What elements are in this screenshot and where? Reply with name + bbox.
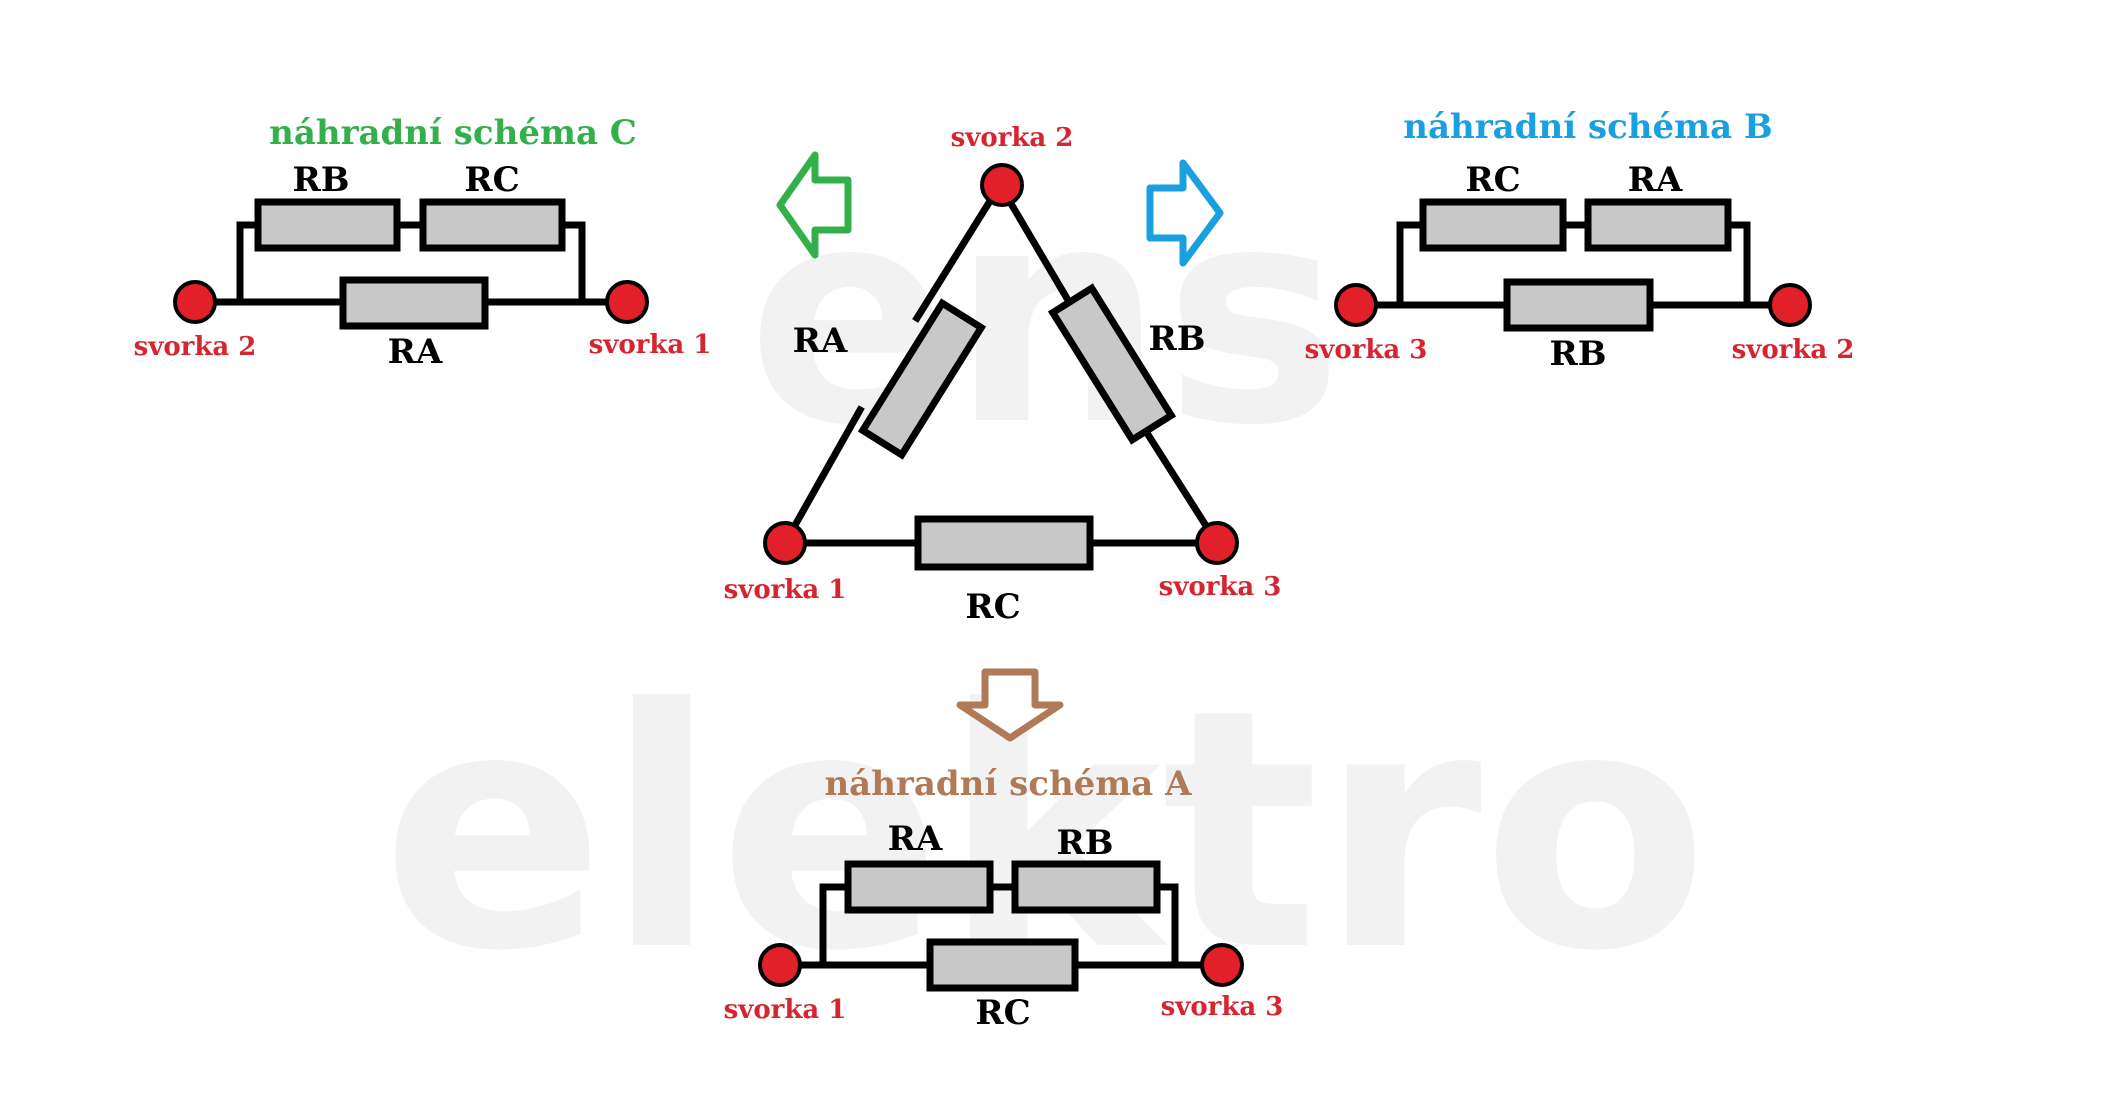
scheme-c-terminal-left	[173, 280, 217, 324]
triangle-wire	[1135, 417, 1222, 548]
scheme-a-terminal-label-right: svorka 3	[1161, 992, 1284, 1022]
scheme-b-wire	[1396, 221, 1427, 309]
terminal-right	[1195, 521, 1239, 565]
scheme-a-label-top-right: RB	[1057, 823, 1114, 863]
scheme-c-label-top-right: RC	[464, 160, 519, 200]
scheme-b-terminal-label-right: svorka 2	[1732, 335, 1855, 365]
right-arrow-icon	[1146, 159, 1224, 267]
resistor-rc	[914, 515, 1094, 571]
scheme-c-terminal-label-left: svorka 2	[134, 332, 257, 362]
scheme-b-terminal-right	[1768, 283, 1812, 327]
scheme-b-terminal-label-left: svorka 3	[1305, 335, 1428, 365]
left-arrow-icon	[776, 151, 852, 259]
scheme-b-label-top-right: RA	[1628, 160, 1683, 200]
scheme-a-resistor-top-right	[1011, 860, 1161, 914]
scheme-c-terminal-label-right: svorka 1	[589, 330, 712, 360]
scheme-b-wire	[1724, 221, 1751, 309]
terminal-label-top: svorka 2	[951, 123, 1074, 153]
scheme-a-resistor-bottom	[926, 938, 1079, 992]
scheme-b-resistor-top-right	[1584, 198, 1732, 252]
scheme-a-wire	[1153, 883, 1179, 969]
scheme-a-resistor-top-left	[844, 860, 994, 914]
scheme-b: náhradní schéma B RC RA RB svorka 3 svor…	[1305, 107, 1855, 374]
scheme-b-resistor-top-left	[1419, 198, 1567, 252]
triangle-wire	[912, 180, 1005, 323]
scheme-c-terminal-right	[605, 280, 649, 324]
triangle-wire	[780, 405, 865, 548]
terminal-left	[763, 521, 807, 565]
scheme-a-terminal-right	[1200, 943, 1244, 987]
resistor-ra	[857, 298, 987, 460]
scheme-a-title: náhradní schéma A	[824, 764, 1192, 804]
scheme-c-title: náhradní schéma C	[269, 113, 637, 153]
resistor-label-rb: RB	[1149, 319, 1206, 359]
scheme-c-resistor-top-right	[419, 198, 566, 252]
terminal-label-right: svorka 3	[1159, 572, 1282, 602]
scheme-c: náhradní schéma C RB RC RA svorka 2 svor…	[134, 113, 712, 372]
resistor-label-ra: RA	[793, 321, 848, 361]
scheme-b-terminal-left	[1334, 283, 1378, 327]
scheme-a-label-top-left: RA	[888, 819, 943, 859]
terminal-label-left: svorka 1	[724, 575, 847, 605]
scheme-a: náhradní schéma A RA RB RC svorka 1 svor…	[724, 764, 1284, 1033]
down-arrow-icon	[956, 668, 1064, 742]
scheme-a-wire	[819, 883, 852, 969]
scheme-b-title: náhradní schéma B	[1403, 107, 1772, 147]
resistor-label-rc: RC	[965, 587, 1020, 627]
scheme-a-terminal-left	[758, 943, 802, 987]
scheme-b-label-bottom: RB	[1550, 334, 1607, 374]
scheme-c-label-bottom: RA	[388, 332, 443, 372]
scheme-c-wire	[236, 221, 262, 306]
terminal-top	[980, 163, 1024, 207]
scheme-c-resistor-bottom	[339, 276, 489, 330]
scheme-c-resistor-top-left	[254, 198, 401, 252]
scheme-b-resistor-bottom	[1503, 278, 1654, 332]
scheme-c-label-top-left: RB	[293, 160, 350, 200]
scheme-c-wire	[558, 221, 586, 306]
triangle-wire	[995, 180, 1080, 317]
scheme-b-label-top-left: RC	[1465, 160, 1520, 200]
resistor-rb	[1047, 283, 1177, 445]
scheme-a-terminal-label-left: svorka 1	[724, 995, 847, 1025]
scheme-a-label-bottom: RC	[975, 993, 1030, 1033]
triangle-circuit: svorka 2 svorka 1 svorka 3 RA RB RC	[724, 123, 1282, 627]
